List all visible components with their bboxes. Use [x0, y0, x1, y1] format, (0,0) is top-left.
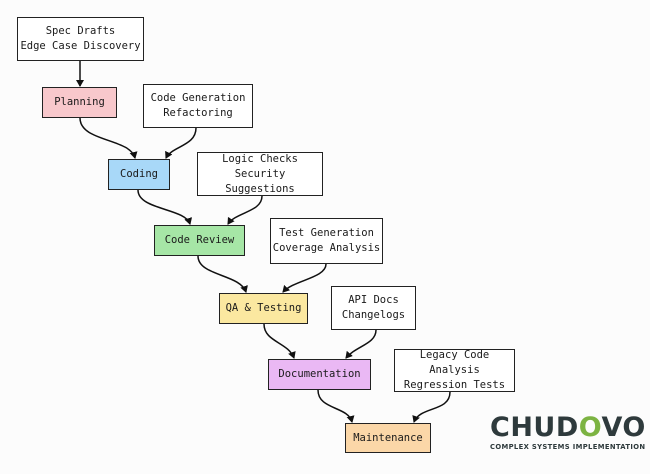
note-box-documentation: API Docs Changelogs — [331, 286, 416, 330]
stage-label: Planning — [54, 96, 105, 108]
arrow-note2-coding — [165, 127, 197, 159]
note-line: Changelogs — [341, 309, 406, 321]
note-box-coding: Code Generation Refactoring — [143, 84, 253, 128]
arrow-qa-docs — [263, 323, 296, 359]
stage-coding: Coding — [108, 159, 170, 190]
stage-planning: Planning — [42, 87, 117, 118]
arrow-review-qa — [197, 255, 248, 293]
note-line: Test Generation — [279, 227, 374, 239]
note-line: Logic Checks — [222, 152, 298, 165]
stage-label: Maintenance — [353, 431, 423, 444]
arrow-note4-qa — [282, 263, 327, 293]
note-line: API Docs — [348, 294, 399, 306]
stage-maintenance: Maintenance — [345, 423, 431, 453]
arrow-note6-maint — [412, 391, 451, 423]
stage-label: Coding — [120, 168, 158, 180]
note-line: Spec Drafts — [45, 25, 116, 37]
stage-label: Code Review — [164, 234, 235, 246]
note-line: Edge Case Discovery — [20, 40, 141, 52]
note-box-planning: Spec Drafts Edge Case Discovery — [17, 17, 144, 61]
note-line: Coverage Analysis — [272, 242, 381, 254]
note-line: Legacy Code Analysis — [419, 349, 490, 376]
arrow-note5-docs — [345, 329, 377, 359]
stage-qa-testing: QA & Testing — [219, 293, 308, 324]
note-line: Code Generation — [150, 92, 246, 104]
arrow-docs-maint — [317, 389, 355, 423]
arrow-planning-coding — [79, 117, 138, 159]
stage-code-review: Code Review — [154, 225, 245, 256]
stage-documentation: Documentation — [268, 359, 371, 390]
logo-wordmark: CHUDOVO — [490, 412, 646, 443]
note-line: Refactoring — [163, 107, 233, 119]
arrow-note3-review — [227, 195, 263, 225]
stage-label: QA & Testing — [225, 302, 302, 314]
stage-label: Documentation — [278, 368, 361, 380]
arrow-coding-review — [137, 189, 193, 225]
chudovo-logo: CHUDOVO COMPLEX SYSTEMS IMPLEMENTATION — [490, 412, 646, 452]
note-box-maintenance: Legacy Code Analysis Regression Tests — [394, 349, 515, 392]
note-box-code-review: Logic Checks Security Suggestions — [197, 152, 323, 196]
note-box-qa-testing: Test Generation Coverage Analysis — [270, 218, 383, 264]
logo-tagline: COMPLEX SYSTEMS IMPLEMENTATION — [490, 443, 646, 451]
note-line: Regression Tests — [403, 379, 506, 391]
note-line: Security Suggestions — [225, 167, 295, 195]
